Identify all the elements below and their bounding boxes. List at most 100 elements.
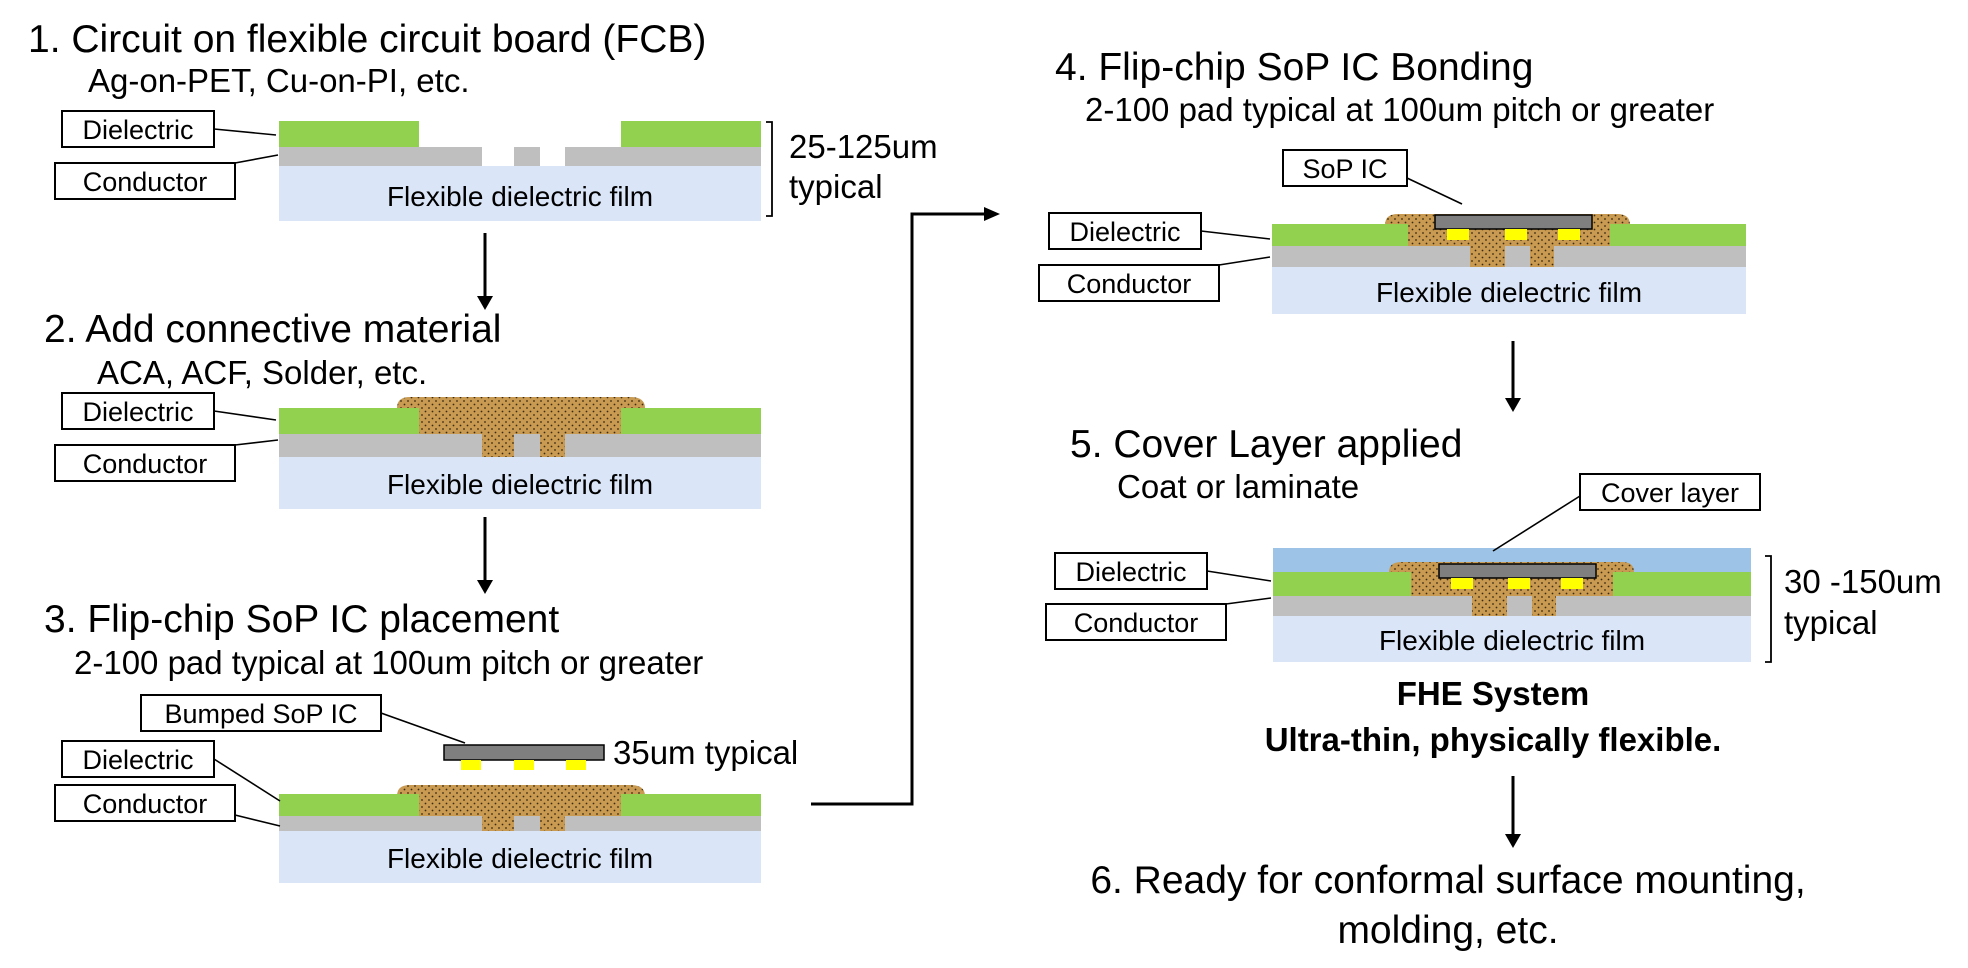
step1-thickness: 25-125um bbox=[789, 128, 938, 165]
bumped-ic-body bbox=[443, 744, 605, 761]
conductor-trace bbox=[1272, 246, 1470, 267]
ic-bump bbox=[1508, 578, 1530, 589]
cover-callout-label: Cover layer bbox=[1601, 478, 1739, 508]
ic-bump bbox=[1561, 578, 1583, 589]
conductor-callout-label: Conductor bbox=[83, 167, 208, 197]
step5-thickness-note: typical bbox=[1784, 604, 1878, 641]
dielectric-layer bbox=[279, 121, 419, 147]
leader-line bbox=[213, 410, 277, 421]
arrow-head bbox=[1505, 834, 1521, 848]
leader-line bbox=[1200, 230, 1271, 240]
conductor-trace bbox=[279, 434, 482, 457]
step2-cross-section: Flexible dielectric film bbox=[279, 397, 761, 509]
film-layer bbox=[279, 457, 761, 509]
dielectric-layer bbox=[621, 794, 761, 816]
leader-line bbox=[1225, 597, 1272, 605]
dielectric-callout-label: Dielectric bbox=[1075, 557, 1186, 587]
step5: 5. Cover Layer applied Coat or laminate … bbox=[1045, 423, 1942, 663]
film-layer bbox=[1273, 616, 1751, 662]
conductor-trace bbox=[1273, 596, 1472, 616]
step6-line1: 6. Ready for conformal surface mounting, bbox=[1090, 859, 1805, 902]
step3: 3. Flip-chip SoP IC placement 2-100 pad … bbox=[44, 598, 798, 883]
dielectric-callout-label: Dielectric bbox=[82, 745, 193, 775]
arrow-head bbox=[477, 580, 493, 594]
leader-line bbox=[1406, 177, 1463, 205]
step6-line2: molding, etc. bbox=[1337, 909, 1558, 952]
conductor-callout-box bbox=[54, 784, 236, 822]
step4-heading: 4. Flip-chip SoP IC Bonding bbox=[1055, 46, 1533, 89]
dielectric-layer bbox=[621, 121, 761, 147]
arrow-head bbox=[1505, 398, 1521, 412]
conductor-pad bbox=[514, 434, 540, 457]
step2: 2. Add connective material ACA, ACF, Sol… bbox=[44, 308, 761, 509]
step4-subheading: 2-100 pad typical at 100um pitch or grea… bbox=[1085, 91, 1714, 128]
conductor-pad bbox=[514, 147, 540, 166]
cover-callout-box bbox=[1579, 473, 1761, 511]
step2-subheading: ACA, ACF, Solder, etc. bbox=[97, 354, 427, 391]
ic-callout-label: Bumped SoP IC bbox=[164, 699, 357, 729]
dielectric-layer bbox=[1613, 572, 1751, 596]
film-layer bbox=[279, 166, 761, 221]
leader-line bbox=[1492, 495, 1581, 552]
leader-line bbox=[234, 154, 279, 164]
conductor-trace bbox=[1556, 596, 1751, 616]
step4-cross-section: Flexible dielectric film bbox=[1272, 214, 1746, 314]
conductor-trace bbox=[565, 434, 761, 457]
step5-subheading: Coat or laminate bbox=[1117, 468, 1359, 505]
step4: 4. Flip-chip SoP IC Bonding 2-100 pad ty… bbox=[1038, 46, 1746, 314]
dielectric-layer bbox=[279, 408, 419, 434]
film-label: Flexible dielectric film bbox=[1376, 277, 1642, 308]
dielectric-layer bbox=[1610, 224, 1746, 246]
step2-heading: 2. Add connective material bbox=[44, 308, 501, 351]
result-title: FHE System bbox=[1397, 675, 1590, 712]
ic-bump bbox=[1447, 229, 1469, 240]
thickness-bracket bbox=[766, 121, 773, 217]
step1-heading: 1. Circuit on flexible circuit board (FC… bbox=[28, 18, 706, 61]
conductor-trace bbox=[565, 147, 761, 166]
leader-line bbox=[234, 439, 279, 446]
conductor-pad bbox=[1505, 246, 1530, 267]
step3-ic-thickness: 35um typical bbox=[613, 734, 798, 771]
conductor-callout-box bbox=[54, 162, 236, 200]
ic-callout-box bbox=[1282, 149, 1408, 187]
conductor-callout-label: Conductor bbox=[83, 789, 208, 819]
dielectric-callout-label: Dielectric bbox=[82, 397, 193, 427]
conductor-pad bbox=[1507, 596, 1532, 616]
ic-callout-box bbox=[140, 694, 382, 732]
ic-bump bbox=[1451, 578, 1473, 589]
dielectric-layer bbox=[1273, 572, 1411, 596]
conductor-trace bbox=[279, 816, 482, 831]
dielectric-layer bbox=[1272, 224, 1408, 246]
leader-line bbox=[380, 712, 466, 744]
step5-thickness: 30 -150um bbox=[1784, 563, 1942, 600]
film-layer bbox=[1272, 267, 1746, 314]
ic-bump bbox=[461, 760, 481, 770]
dielectric-layer bbox=[621, 408, 761, 434]
step1-subheading: Ag-on-PET, Cu-on-PI, etc. bbox=[88, 62, 469, 99]
step3-heading: 3. Flip-chip SoP IC placement bbox=[44, 598, 559, 641]
leader-line bbox=[1218, 256, 1271, 266]
ic-bump bbox=[566, 760, 586, 770]
film-label: Flexible dielectric film bbox=[387, 843, 653, 874]
dielectric-layer bbox=[279, 794, 419, 816]
conductor-pad bbox=[514, 816, 540, 831]
ic-bump bbox=[514, 760, 534, 770]
conductor-callout-box bbox=[1045, 603, 1227, 641]
step5-cross-section: Flexible dielectric film bbox=[1273, 548, 1751, 662]
covered-ic-body bbox=[1438, 563, 1597, 579]
ic-bump bbox=[1558, 229, 1580, 240]
conductor-callout-label: Conductor bbox=[83, 449, 208, 479]
thickness-bracket bbox=[1765, 555, 1772, 663]
leader-line bbox=[1206, 570, 1272, 582]
leader-line bbox=[234, 814, 281, 827]
step5-heading: 5. Cover Layer applied bbox=[1070, 423, 1462, 466]
film-label: Flexible dielectric film bbox=[1379, 625, 1645, 656]
step1-thickness-note: typical bbox=[789, 168, 883, 205]
dielectric-callout-box bbox=[61, 110, 215, 148]
conductor-callout-label: Conductor bbox=[1074, 608, 1199, 638]
dielectric-callout-box bbox=[61, 740, 215, 778]
arrow-step3-to-step4 bbox=[811, 212, 986, 806]
conductor-callout-box bbox=[1038, 264, 1220, 302]
conductor-trace bbox=[1554, 246, 1746, 267]
